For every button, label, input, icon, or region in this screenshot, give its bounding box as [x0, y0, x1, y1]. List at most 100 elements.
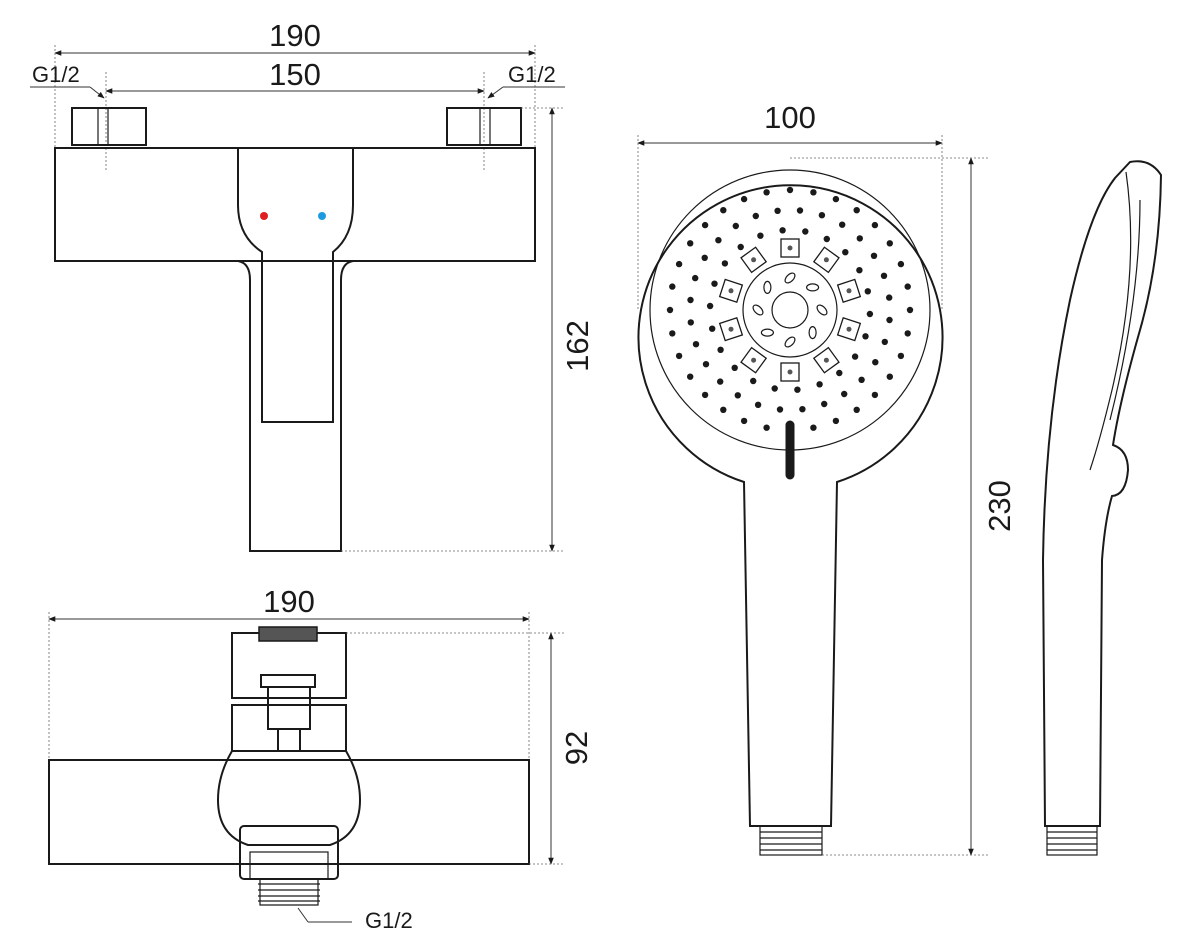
- nozzle-dot: [701, 391, 709, 399]
- nozzle-dot: [853, 207, 860, 214]
- nozzle-dot: [706, 302, 714, 310]
- nozzle-dot: [841, 390, 848, 398]
- nozzle-dot: [776, 406, 784, 413]
- nozzle-dot: [666, 306, 674, 314]
- nozzle-dot: [821, 400, 828, 408]
- nozzle-dot: [675, 260, 683, 268]
- nozzle-dot: [864, 288, 871, 295]
- nozzle-dot: [731, 364, 738, 371]
- nozzle-eye: [752, 304, 764, 316]
- nozzle-dot: [886, 240, 893, 247]
- nozzle-dot: [701, 254, 708, 261]
- mixer-body: [54, 147, 536, 262]
- nozzle-dot: [737, 243, 744, 251]
- nozzle-square-center: [846, 326, 852, 332]
- nozzle-dot: [856, 267, 863, 274]
- nozzle-dot: [675, 352, 683, 360]
- nozzle-dot: [816, 381, 823, 388]
- nozzle-dot: [836, 369, 843, 377]
- nozzle-eye: [808, 326, 817, 340]
- nozzle-dot: [720, 207, 727, 214]
- nozzle-dot: [870, 252, 878, 259]
- nozzle-dot: [757, 232, 764, 239]
- nozzle-dot: [904, 283, 911, 290]
- nozzle-dot: [862, 333, 869, 340]
- nozzle-dot: [818, 212, 826, 219]
- nozzle-dot: [740, 417, 748, 425]
- mixer-top-view: 190 G1/2 92: [48, 584, 594, 933]
- nozzle-dot: [866, 310, 874, 318]
- nozzle-eye: [760, 328, 775, 337]
- nozzle-dot: [717, 346, 724, 353]
- spray-nozzles: [666, 186, 914, 434]
- nozzle-dot: [897, 352, 905, 360]
- nozzle-dot: [750, 377, 757, 385]
- nozzle-dot: [717, 378, 724, 385]
- nozzle-dot: [886, 294, 893, 301]
- nozzle-dot: [720, 406, 727, 413]
- nozzle-dot: [872, 359, 879, 366]
- nozzle-dot: [858, 376, 865, 383]
- nozzle-dot: [687, 319, 694, 326]
- handshower-front-view: 100 230: [637, 100, 1017, 856]
- nozzle-dot: [721, 260, 729, 267]
- label-inlet-right-thread: G1/2: [508, 62, 556, 87]
- spray-center-cap: [771, 291, 809, 329]
- dim-label-top-depth: 92: [559, 731, 594, 765]
- nozzle-eye: [816, 304, 828, 316]
- nozzle-square-center: [787, 369, 793, 375]
- dim-label-inlet-spacing: 150: [269, 57, 321, 92]
- handshower-side-thread-icon: [1046, 825, 1098, 856]
- nozzle-dot: [904, 330, 911, 337]
- nozzle-dot: [897, 260, 905, 268]
- inlet-nut-right: [446, 107, 522, 146]
- nozzle-dot: [842, 249, 849, 256]
- nozzle-eye: [805, 283, 820, 292]
- nozzle-dot: [701, 221, 709, 229]
- nozzle-square-center: [823, 357, 829, 363]
- nozzle-dot: [715, 237, 722, 244]
- nozzle-square-center: [751, 257, 757, 263]
- nozzle-dot: [786, 426, 794, 434]
- nozzle-dot: [810, 424, 817, 431]
- nozzle-dot: [853, 406, 860, 413]
- nozzle-square-center: [846, 288, 852, 294]
- nozzle-dot: [687, 240, 694, 247]
- nozzle-square-center: [823, 257, 829, 263]
- nozzle-dot: [794, 386, 801, 393]
- nozzle-dot: [711, 280, 718, 287]
- mixer-body-top: [48, 759, 530, 865]
- nozzle-dot: [823, 235, 830, 243]
- nozzle-dot: [687, 373, 694, 380]
- nozzle-eye: [784, 336, 796, 348]
- spray-face: [649, 169, 931, 451]
- nozzle-dot: [734, 392, 741, 399]
- dim-label-head-diameter: 100: [764, 100, 816, 135]
- nozzle-dot: [709, 325, 716, 332]
- handshower-side-view: [1041, 160, 1163, 856]
- nozzle-square-center: [728, 326, 734, 332]
- handshower-outline: [637, 184, 944, 827]
- nozzle-dot: [871, 391, 879, 399]
- nozzle-dot: [692, 341, 700, 348]
- nozzle-dot: [763, 189, 770, 196]
- nozzle-dot: [774, 207, 781, 214]
- dim-label-top-width: 190: [263, 584, 315, 619]
- outlet-thread-icon: [258, 879, 320, 906]
- nozzle-dot: [906, 306, 914, 314]
- nozzle-dot: [886, 373, 893, 380]
- nozzle-eye: [763, 280, 772, 294]
- nozzle-square-center: [728, 288, 734, 294]
- handshower-thread-icon: [759, 825, 823, 856]
- dim-label-front-height: 162: [560, 320, 595, 372]
- nozzle-dot: [740, 195, 748, 203]
- inlet-nut-left: [71, 107, 147, 146]
- nozzle-dot: [832, 417, 840, 425]
- nozzle-dot: [669, 330, 676, 337]
- hot-indicator-icon: [260, 212, 268, 220]
- dim-label-front-width: 190: [269, 18, 321, 53]
- dim-label-handshower-length: 230: [982, 480, 1017, 532]
- handshower-side-outline: [1041, 160, 1163, 827]
- nozzle-dot: [763, 424, 770, 431]
